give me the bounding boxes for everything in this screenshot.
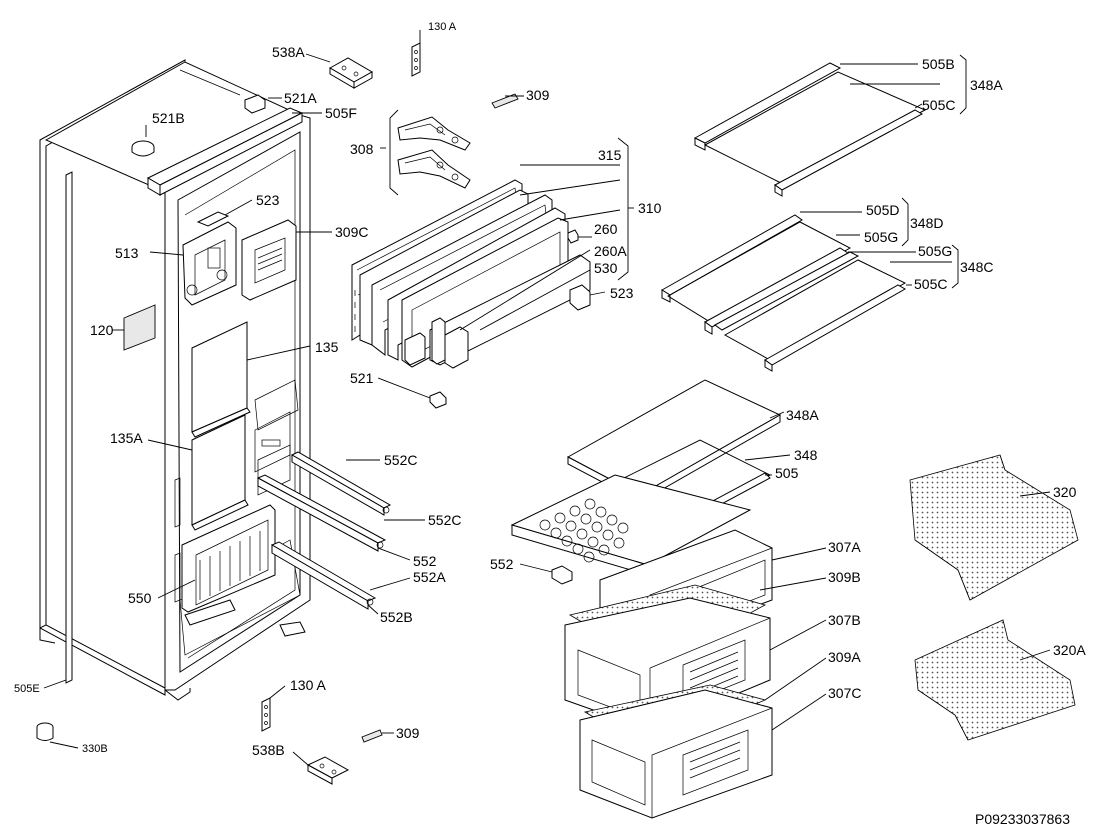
label-348a-top: 348A <box>970 77 1003 93</box>
label-320: 320 <box>1053 484 1077 500</box>
label-348: 348 <box>794 447 818 463</box>
label-315: 315 <box>598 147 622 163</box>
label-120: 120 <box>90 322 114 338</box>
pad-309-bottom <box>361 729 383 743</box>
label-552c-1: 552C <box>384 452 417 468</box>
label-348c: 348C <box>960 259 993 275</box>
cover-309c <box>241 219 297 301</box>
shelf-348c <box>714 251 907 372</box>
label-505g-2: 505G <box>918 243 952 259</box>
label-552a: 552A <box>413 569 446 585</box>
label-505b: 505B <box>922 56 955 72</box>
label-552-drawer: 552 <box>490 556 514 572</box>
part-523-left <box>196 211 230 227</box>
label-309-bottom: 309 <box>396 725 420 741</box>
label-320a: 320A <box>1053 642 1086 658</box>
label-505c-mid: 505C <box>914 276 947 292</box>
hinge-plate-538b <box>306 756 350 785</box>
document-id: P09233037863 <box>975 811 1070 827</box>
bracket-513 <box>182 221 237 306</box>
foot-330b <box>36 722 54 741</box>
label-538b: 538B <box>252 742 285 758</box>
label-505e: 505E <box>14 683 40 695</box>
label-552c-2: 552C <box>428 512 461 528</box>
label-309c: 309C <box>335 224 368 240</box>
label-330b: 330B <box>82 743 108 755</box>
label-550: 550 <box>128 590 152 606</box>
frame-550 <box>181 504 276 626</box>
label-505f: 505F <box>325 105 357 121</box>
label-523-left: 523 <box>256 192 280 208</box>
slide-rails <box>256 451 392 610</box>
drawer-307c <box>579 689 773 819</box>
label-505g-1: 505G <box>864 229 898 245</box>
shelf-348d <box>661 214 852 335</box>
label-505d: 505D <box>866 202 899 218</box>
basket-320a <box>914 619 1076 741</box>
cap-521-mid <box>429 391 447 409</box>
label-552b: 552B <box>380 609 413 625</box>
bracket-130a-bottom <box>261 697 271 732</box>
door-assembly-310 <box>351 179 591 369</box>
panel-135 <box>191 321 251 438</box>
label-260: 260 <box>594 221 618 237</box>
label-260a: 260A <box>594 243 627 259</box>
label-513: 513 <box>115 245 139 261</box>
shelf-348a-top <box>693 62 927 197</box>
basket-320 <box>909 454 1079 601</box>
label-309a: 309A <box>828 649 861 665</box>
label-307b: 307B <box>828 612 861 628</box>
part-labels: 130 A 538A 521A 521B 505F 309 308 315 31… <box>14 21 1086 827</box>
label-530: 530 <box>594 260 618 276</box>
cabinet <box>39 59 311 701</box>
label-135a: 135A <box>110 430 143 446</box>
label-309b: 309B <box>828 569 861 585</box>
label-307c: 307C <box>828 685 861 701</box>
hinges-308 <box>397 116 471 189</box>
label-310: 310 <box>638 200 662 216</box>
label-521b: 521B <box>152 110 185 126</box>
label-552: 552 <box>413 553 437 569</box>
label-plate-120 <box>123 304 156 351</box>
label-308: 308 <box>350 141 374 157</box>
label-505: 505 <box>775 465 799 481</box>
label-538a: 538A <box>272 44 305 60</box>
leader-lines <box>43 30 1051 766</box>
clip-523-right <box>569 284 606 311</box>
label-523-right: 523 <box>610 285 634 301</box>
label-521-mid: 521 <box>350 370 374 386</box>
ice-cube-tray <box>539 498 629 563</box>
label-307a: 307A <box>828 539 861 555</box>
hinge-plate-538a <box>328 57 374 89</box>
label-348d: 348D <box>910 215 943 231</box>
label-135: 135 <box>315 339 339 355</box>
label-130a-top: 130 A <box>428 21 457 33</box>
panel-135a <box>191 414 249 531</box>
label-130a-bottom: 130 A <box>290 677 326 693</box>
bracket-130a-top <box>411 42 421 77</box>
label-348a-mid: 348A <box>786 407 819 423</box>
label-309-top: 309 <box>526 87 550 103</box>
pad-309-top <box>491 93 519 109</box>
knob-521b <box>131 140 155 157</box>
label-521a: 521A <box>284 90 317 106</box>
cap-521a <box>244 94 266 114</box>
label-505c-top: 505C <box>922 97 955 113</box>
